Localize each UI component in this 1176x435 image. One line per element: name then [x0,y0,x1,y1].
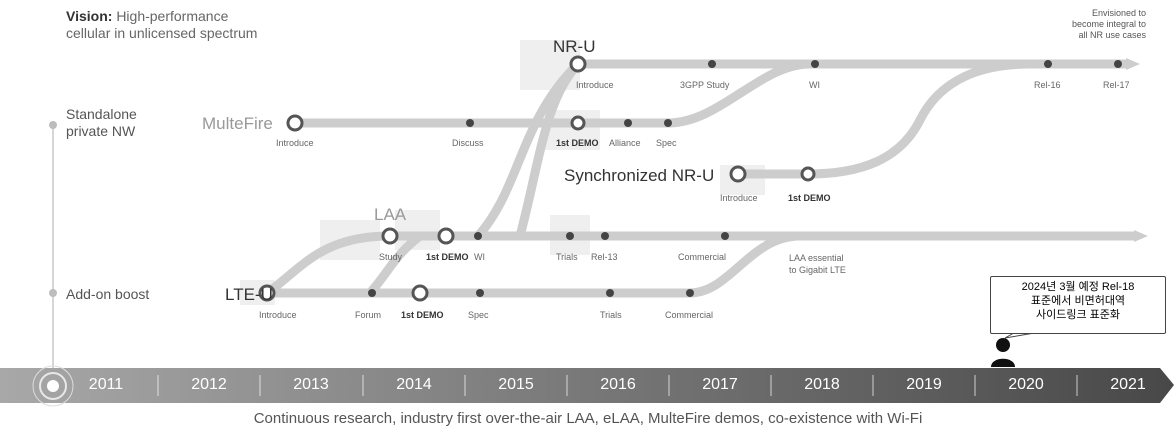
envisioned-note: Envisioned to become integral to all NR … [1072,8,1146,41]
label-nru-introduce: Introduce [576,80,614,90]
node-mf-demo [570,115,586,131]
label-mf-alliance: Alliance [609,138,641,148]
label-lteu-spec: Spec [468,310,489,320]
lteu-to-laa-2 [365,231,425,298]
year-dividers [157,375,1078,396]
label-mf-discuss: Discuss [452,138,484,148]
node-lteu-trials [606,289,614,297]
envisioned-line1: Envisioned to [1091,8,1146,18]
year-2021: 2021 [1110,376,1146,393]
node-lteu-demo [411,284,429,302]
timeline-start-marker [32,365,74,407]
rel18-callout: 2024년 3월 예정 Rel-18 표준에서 비면허대역 사이드링크 표준화 [990,276,1166,334]
node-lteu-commercial [686,289,694,297]
milestone-nodes [258,55,1122,302]
label-lteu-introduce: Introduce [259,310,297,320]
node-mf-alliance [624,119,632,127]
node-sync-introduce [729,165,747,183]
label-lteu-commercial: Commercial [665,310,714,320]
label-lteu-demo: 1st DEMO [401,310,444,320]
year-2020: 2020 [1008,376,1044,393]
label-laa-demo: 1st DEMO [426,252,469,262]
person-icon [991,338,1015,367]
year-2012: 2012 [191,376,227,393]
envisioned-line3: all NR use cases [1078,30,1146,40]
node-nru-rel16 [1044,60,1052,68]
node-mf-spec [664,119,672,127]
standalone-line1: Standalone [66,106,137,122]
node-laa-wi [474,232,482,240]
track-laa-title: LAA [374,205,407,224]
label-laa-trials: Trials [556,252,578,262]
label-nru-wi: WI [809,80,820,90]
node-mf-discuss [466,119,474,127]
node-laa-trials [566,232,574,240]
year-2019: 2019 [906,376,942,393]
vision-text-1: High-performance [116,8,229,24]
lteu-to-laa [262,231,395,298]
node-sync-demo [800,166,816,182]
label-laa-commercial: Commercial [678,252,727,262]
footer-caption: Continuous research, industry first over… [253,410,923,427]
year-2011: 2011 [88,376,124,393]
label-mf-introduce: Introduce [276,138,314,148]
addon-label: Add-on boost [66,286,150,302]
label-mf-demo: 1st DEMO [556,138,599,148]
label-laa-wi: WI [474,252,485,262]
laa-wi-to-nru [515,59,583,241]
year-2015: 2015 [498,376,534,393]
year-2017: 2017 [702,376,738,393]
label-mf-spec: Spec [656,138,677,148]
addon-dot [49,289,57,297]
label-nru-3gpp: 3GPP Study [680,80,730,90]
node-mf-introduce [286,114,304,132]
callout-line3: 사이드링크 표준화 [1035,309,1120,321]
node-lteu-spec [476,289,484,297]
label-sync-introduce: Introduce [720,193,758,203]
label-nru-rel16: Rel-16 [1034,80,1061,90]
callout-line1: 2024년 3월 예정 Rel-18 [1021,281,1135,293]
lteu-track [262,231,805,298]
node-nru-rel17 [1114,60,1122,68]
node-lteu-introduce [258,284,276,302]
node-nru-wi [811,60,819,68]
vision-text-2: cellular in unlicensed spectrum [66,25,258,41]
track-multefire-title: MulteFire [202,114,273,133]
node-nru-introduce [569,55,587,73]
track-nru-title: NR-U [553,37,596,56]
envisioned-line2: become integral to [1071,19,1146,29]
vision-label: Vision: [66,8,113,24]
node-laa-rel13 [601,232,609,240]
track-sync-nru-title: Synchronized NR-U [564,166,715,185]
year-2016: 2016 [600,376,636,393]
year-2013: 2013 [293,376,329,393]
standalone-dot [49,121,57,129]
callout-line2: 표준에서 비면허대역 [1030,295,1126,307]
sync-nru-track [733,59,1035,179]
node-laa-study [381,227,399,245]
label-laa-study: Study [379,252,403,262]
node-lteu-forum [368,289,376,297]
year-bar [0,368,1174,403]
node-laa-demo [437,227,455,245]
label-lteu-trials: Trials [600,310,622,320]
laa-arrowhead [1134,230,1148,242]
standalone-line2: private NW [66,123,136,139]
node-laa-commercial [721,232,729,240]
node-nru-3gpp [708,60,716,68]
label-nru-rel17: Rel-17 [1103,80,1130,90]
label-laa-rel13: Rel-13 [591,252,618,262]
year-2014: 2014 [396,376,432,393]
standalone-label: Standalone private NW [66,106,137,140]
label-sync-demo: 1st DEMO [788,193,831,203]
label-lteu-forum: Forum [355,310,382,320]
track-lteu-title: LTE-U [225,285,273,304]
nru-arrowhead [1126,58,1140,70]
year-2018: 2018 [804,376,840,393]
